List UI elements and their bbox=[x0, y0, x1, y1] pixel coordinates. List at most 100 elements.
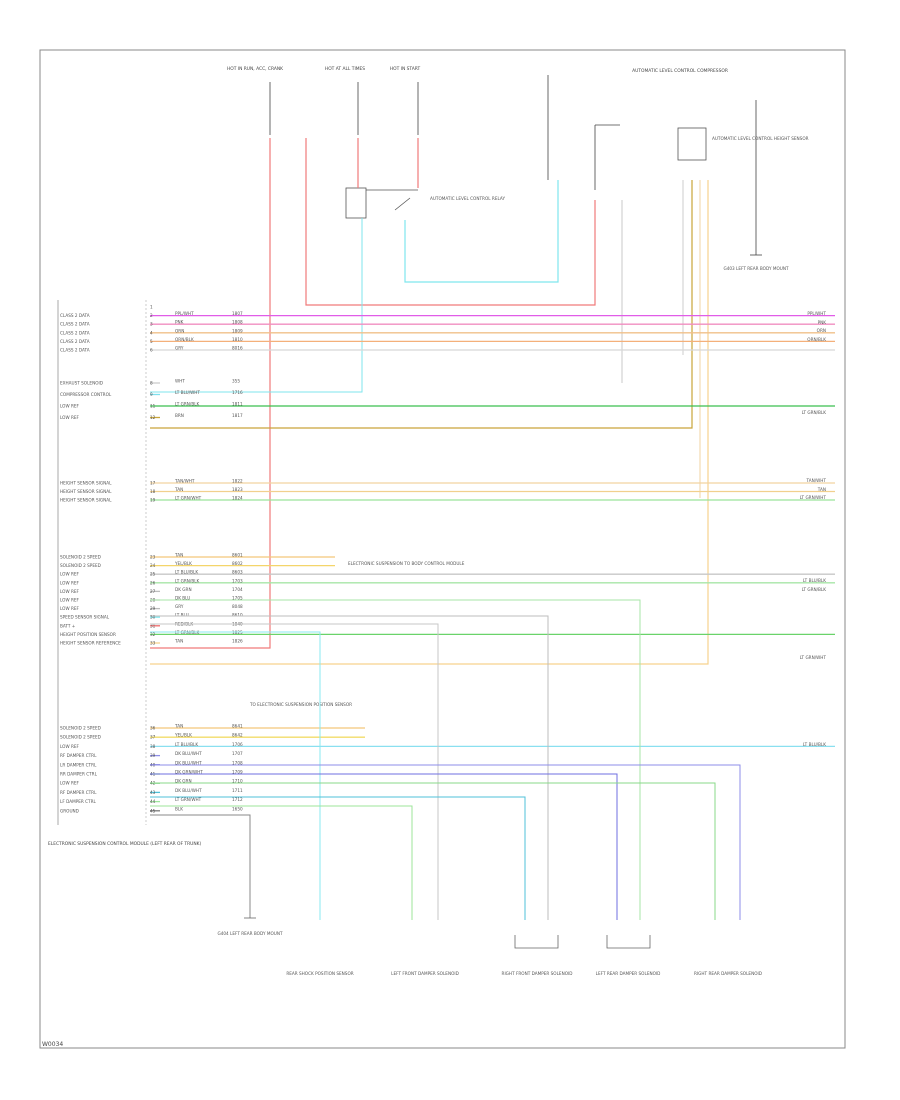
pin-color: PPL/WHT bbox=[175, 311, 194, 316]
pin-name: HEIGHT SENSOR SIGNAL bbox=[60, 489, 112, 494]
pin-name: CLASS 2 DATA bbox=[60, 330, 90, 335]
pin-row: HEIGHT SENSOR SIGNAL 17 TAN/WHT 1822 bbox=[60, 479, 243, 486]
pin-color: TAN bbox=[174, 553, 183, 558]
right-wire-label: LT BLU/BLK bbox=[803, 578, 826, 583]
pin-color: LT GRN/BLK bbox=[175, 402, 200, 407]
pin-color: GRY bbox=[175, 604, 184, 609]
pin-circuit: 8610 bbox=[232, 613, 243, 618]
svg-text:HOT AT ALL TIMES: HOT AT ALL TIMES bbox=[325, 66, 365, 72]
pin-circuit: 1809 bbox=[232, 328, 243, 333]
bus-callout-bottom: TO ELECTRONIC SUSPENSION POSITION SENSOR bbox=[249, 702, 352, 707]
pin-name: LOW REF bbox=[60, 598, 80, 603]
right-wire-label: LT BLU/BLK bbox=[803, 742, 826, 747]
pin-name: LR DAMPER CTRL bbox=[60, 762, 97, 767]
pin-number: 32 bbox=[150, 632, 156, 637]
pin-circuit: 1712 bbox=[232, 797, 243, 802]
pin-name: GROUND bbox=[60, 808, 79, 813]
rr-damper-label: RIGHT REAR DAMPER SOLENOID bbox=[694, 971, 762, 976]
pin-number: 26 bbox=[150, 580, 156, 585]
pin-circuit: 1707 bbox=[232, 751, 243, 756]
pin-color: YEL/BLK bbox=[174, 561, 192, 566]
pin-number: 19 bbox=[150, 498, 156, 503]
pin-number: 38 bbox=[150, 744, 156, 749]
pin-circuit: 1709 bbox=[232, 770, 243, 775]
pin-name: CLASS 2 DATA bbox=[60, 339, 90, 344]
pin-circuit: 1808 bbox=[232, 320, 243, 325]
pin-circuit: 1650 bbox=[232, 806, 243, 811]
top-component-hot-run: HOT IN RUN, ACC, CRANK bbox=[227, 66, 283, 135]
pin-number: 43 bbox=[150, 790, 156, 795]
pin-name: RF DAMPER CTRL bbox=[60, 790, 97, 795]
pin-color: YEL/BLK bbox=[174, 733, 192, 738]
pin-name: RR DAMPER CTRL bbox=[60, 772, 98, 777]
pin-color: LT BLU/WHT bbox=[175, 390, 200, 395]
pin-color: DK BLU/WHT bbox=[175, 751, 202, 756]
pin-color: TAN/WHT bbox=[174, 479, 195, 484]
pin-name: CLASS 2 DATA bbox=[60, 313, 90, 318]
pin-circuit: 8048 bbox=[232, 604, 243, 609]
pin-color: DK BLU/WHT bbox=[175, 788, 202, 793]
pin-number: 25 bbox=[150, 572, 156, 577]
pin-name: LF DAMPER CTRL bbox=[60, 799, 97, 804]
pin-color: LT GRN/WHT bbox=[175, 797, 202, 802]
pin-circuit: 1704 bbox=[232, 587, 243, 592]
pin-name: LOW REF bbox=[60, 572, 80, 577]
pin-circuit: 1822 bbox=[232, 479, 243, 484]
pin-color: PNK bbox=[175, 320, 184, 325]
right-wire-label: LT GRN/WHT bbox=[800, 655, 827, 660]
pin-name: HEIGHT SENSOR SIGNAL bbox=[60, 481, 112, 486]
svg-text:TO ELECTRONIC SUSPENSION POSIT: TO ELECTRONIC SUSPENSION POSITION SENSOR bbox=[249, 702, 352, 707]
pin-circuit: 8641 bbox=[232, 724, 243, 729]
pin-color: DK GRN bbox=[175, 779, 192, 784]
pin-circuit: 1710 bbox=[232, 779, 243, 784]
right-wire-label: ORN bbox=[817, 328, 826, 333]
pin-number: 31 bbox=[150, 623, 156, 628]
pin-number: 17 bbox=[150, 481, 156, 486]
pin-circuit: 1823 bbox=[232, 487, 243, 492]
pin-circuit: 8602 bbox=[232, 561, 243, 566]
pin-color: ORN bbox=[175, 328, 184, 333]
pin-color: TAN bbox=[174, 639, 183, 644]
pin-name: SOLENOID 2 SPEED bbox=[60, 735, 101, 740]
down-wires bbox=[150, 599, 741, 920]
right-wire-label: TAN/WHT bbox=[806, 478, 827, 483]
pin-circuit: 1810 bbox=[232, 337, 243, 342]
pin-number: 36 bbox=[150, 726, 156, 731]
pin-circuit: 1824 bbox=[232, 496, 243, 501]
pin-row: 1 bbox=[150, 305, 153, 310]
pin-number: 9 bbox=[150, 392, 153, 397]
svg-text:AUTOMATIC LEVEL CONTROL RELAY: AUTOMATIC LEVEL CONTROL RELAY bbox=[430, 196, 505, 201]
pin-circuit: 1807 bbox=[232, 311, 243, 316]
pin-name: HEIGHT SENSOR SIGNAL bbox=[60, 498, 112, 503]
pin-name: COMPRESSOR CONTROL bbox=[60, 392, 112, 397]
rf-damper-label: RIGHT FRONT DAMPER SOLENOID bbox=[502, 971, 573, 976]
pin-number: 30 bbox=[150, 615, 156, 620]
pin-name: LOW REF bbox=[60, 744, 80, 749]
pin-circuit: 1817 bbox=[232, 413, 243, 418]
pin-number: 39 bbox=[150, 753, 156, 758]
right-wire-label: TAN bbox=[817, 487, 826, 492]
alc-height-sensor: AUTOMATIC LEVEL CONTROL HEIGHT SENSOR G4… bbox=[677, 100, 809, 271]
solenoid-brackets bbox=[514, 935, 651, 949]
top-component-hot-start: HOT IN START bbox=[390, 66, 420, 135]
diagram-frame bbox=[39, 49, 846, 1049]
pin-circuit: 1706 bbox=[232, 742, 243, 747]
